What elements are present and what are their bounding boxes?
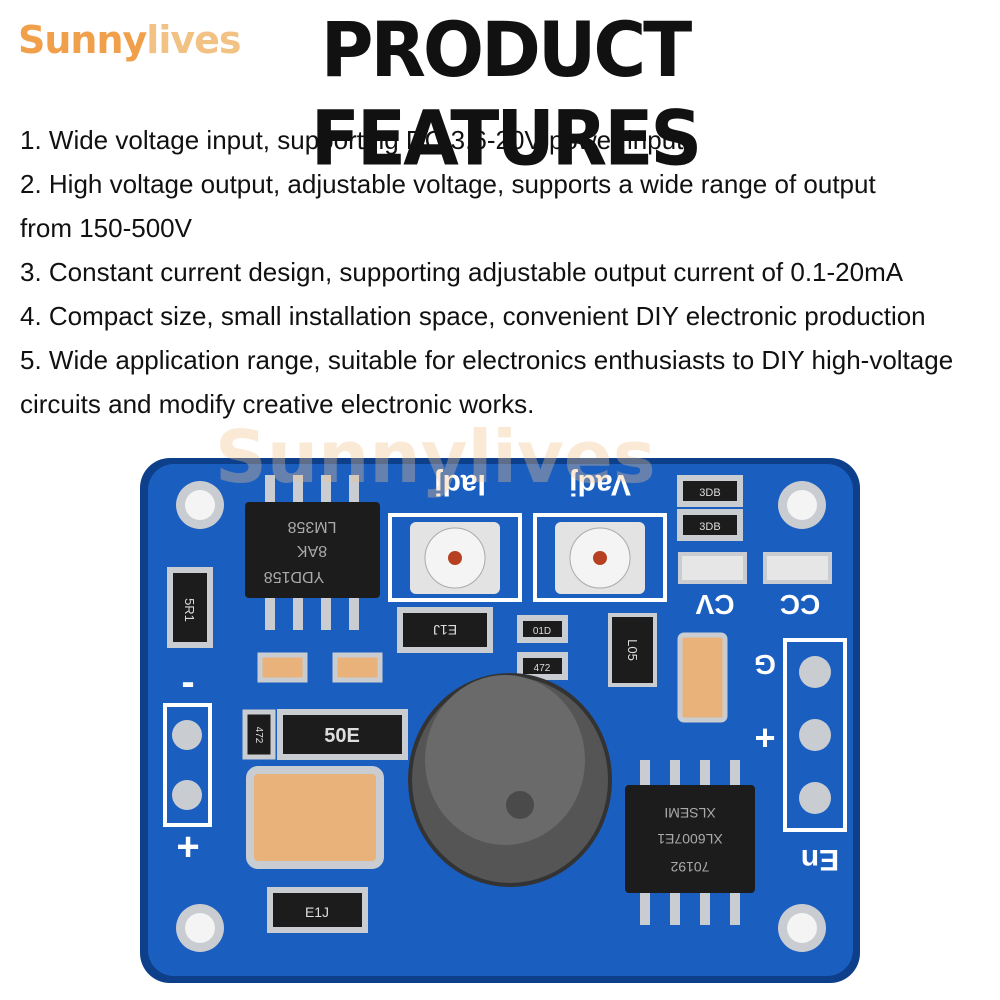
- logo-part-b: lives: [146, 18, 241, 62]
- potentiometer-vadj: [533, 513, 667, 602]
- feature-line: 1. Wide voltage input, supporting DC 3.6…: [20, 125, 684, 155]
- chip-marking: 70192: [670, 859, 709, 875]
- silk-label-en: En: [801, 843, 839, 876]
- header-pin: [172, 780, 202, 810]
- logo-part-a: Sunny: [18, 18, 147, 62]
- capacitor: [332, 652, 383, 683]
- header-pin: [172, 720, 202, 750]
- resistor: [242, 709, 276, 760]
- silk-label-plus-left: +: [176, 825, 199, 869]
- resistor-marking: 472: [534, 663, 551, 674]
- output-header: [783, 638, 847, 832]
- header-pin: [799, 782, 831, 814]
- diode-50e: [277, 709, 408, 760]
- capacitor-large: [246, 766, 384, 869]
- brand-logo: Sunnylives: [18, 18, 242, 62]
- pcb-illustration: YDD158 8AK LM358 Iadj Vadj 3: [140, 458, 860, 983]
- feature-line: from 150-500V: [20, 213, 192, 243]
- silk-label-cc: CC: [780, 589, 820, 620]
- resistor-marking: 5R1: [182, 598, 197, 622]
- resistor: [517, 652, 568, 680]
- led-cv: [678, 552, 747, 584]
- diode-bottom: [267, 887, 368, 933]
- mounting-hole-center: [787, 490, 817, 520]
- resistor: [677, 475, 743, 507]
- pcb-photo: YDD158 8AK LM358 Iadj Vadj 3: [130, 450, 870, 990]
- resistor-5r1: [167, 567, 213, 648]
- capacitor-small: [677, 632, 728, 723]
- lm358-chip: YDD158 8AK LM358: [245, 475, 380, 630]
- inductor-top: [425, 675, 585, 845]
- resistor: [677, 509, 743, 541]
- chip-marking: 8AK: [297, 542, 328, 559]
- silk-label-plus-right: +: [754, 717, 775, 758]
- mounting-hole-center: [787, 913, 817, 943]
- xl6007-chip: 70192 XL6007E1 XLSEMI: [625, 760, 755, 925]
- resistor-marking: 3DB: [699, 521, 720, 533]
- brand-watermark: Sunnylives: [215, 415, 656, 499]
- diode-marking: 50E: [324, 725, 360, 747]
- feature-list: 1. Wide voltage input, supporting DC 3.6…: [20, 118, 990, 426]
- resistor-marking: 472: [253, 727, 264, 744]
- chip-marking: XL6007E1: [657, 831, 723, 847]
- inductor-center: [506, 791, 534, 819]
- transistor-l05: [608, 613, 657, 687]
- resistor-marking: 01D: [533, 626, 551, 637]
- mounting-hole-center: [185, 490, 215, 520]
- resistor: [517, 615, 568, 643]
- feature-line: 4. Compact size, small installation spac…: [20, 301, 926, 331]
- diode-marking: E1J: [305, 904, 329, 920]
- diode-marking: E1J: [433, 622, 457, 638]
- transistor-marking: L05: [625, 639, 640, 661]
- silk-label-cv: CV: [695, 589, 734, 620]
- silk-label-minus: -: [181, 660, 194, 704]
- silk-label-vadj: Vadj: [569, 468, 631, 501]
- feature-line: 2. High voltage output, adjustable volta…: [20, 169, 876, 199]
- chip-marking: YDD158: [264, 568, 325, 585]
- potentiometer-iadj: [388, 513, 522, 602]
- chip-marking: XLSEMI: [664, 805, 715, 821]
- header-pin: [799, 719, 831, 751]
- resistor-marking: 3DB: [699, 487, 720, 499]
- page-title: PRODUCT FEATURES: [310, 5, 703, 183]
- mounting-hole-center: [185, 913, 215, 943]
- feature-line: 5. Wide application range, suitable for …: [20, 345, 954, 375]
- input-header: [163, 703, 212, 827]
- feature-line: 3. Constant current design, supporting a…: [20, 257, 904, 287]
- capacitor: [257, 652, 308, 683]
- header-pin: [799, 656, 831, 688]
- silk-label-iadj: Iadj: [434, 468, 486, 501]
- led-cc: [763, 552, 832, 584]
- feature-line: circuits and modify creative electronic …: [20, 389, 535, 419]
- diode-top: [397, 607, 493, 653]
- chip-marking: LM358: [287, 518, 336, 535]
- silk-label-g: G: [754, 649, 776, 680]
